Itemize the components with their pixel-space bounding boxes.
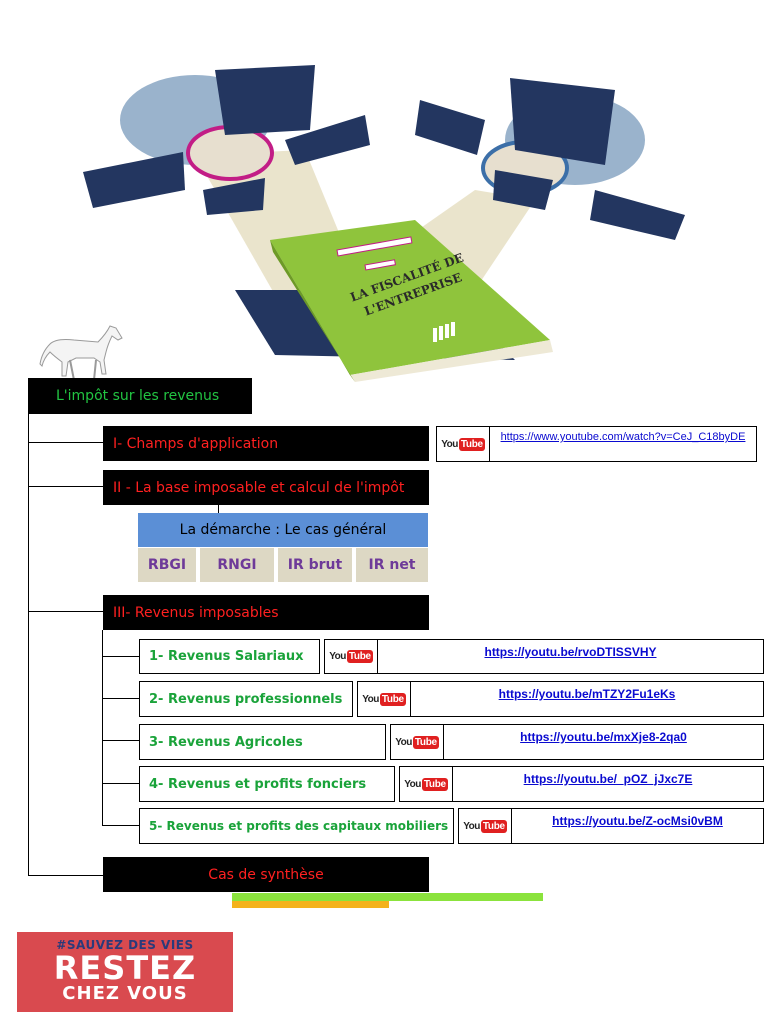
demarche-table-header: La démarche : Le cas général	[138, 513, 428, 547]
synthese-label: Cas de synthèse	[103, 857, 429, 892]
revenu-item-5-link[interactable]: https://youtu.be/Z-ocMsi0vBM	[552, 814, 723, 828]
revenu-item-2-link[interactable]: https://youtu.be/mTZY2Fu1eKs	[498, 687, 676, 701]
book-illustration	[83, 65, 685, 382]
section-1-link-box: https://www.youtube.com/watch?v=CeJ_C18b…	[489, 426, 757, 462]
revenu-item-4: 4- Revenus et profits fonciers	[139, 766, 395, 802]
tree-branch-3	[28, 611, 103, 612]
main-title: L'impôt sur les revenus	[28, 378, 252, 414]
sub-branch-4	[102, 783, 139, 784]
sub-branch-2	[102, 698, 139, 699]
table-cell-ir-net: IR net	[356, 548, 428, 582]
revenu-item-1-link-box: https://youtu.be/rvoDTISSVHY	[377, 639, 764, 674]
revenu-item-4-link[interactable]: https://youtu.be/_pOZ_jJxc7E	[523, 772, 693, 786]
table-cell-rngi: RNGI	[200, 548, 274, 582]
tree-branch-1	[28, 442, 103, 443]
revenu-item-5: 5- Revenus et profits des capitaux mobil…	[139, 808, 454, 844]
sub-branch-5	[102, 825, 139, 826]
revenu-item-1: 1- Revenus Salariaux	[139, 639, 320, 674]
revenu-item-2-link-box: https://youtu.be/mTZY2Fu1eKs	[410, 681, 764, 717]
tree-trunk	[28, 414, 29, 876]
banner-line2: CHEZ VOUS	[62, 983, 188, 1004]
revenu-item-5-link-box: https://youtu.be/Z-ocMsi0vBM	[511, 808, 764, 844]
decorative-orange-bar	[232, 901, 389, 908]
sub-branch-1	[102, 656, 139, 657]
revenu-item-2: 2- Revenus professionnels	[139, 681, 353, 717]
section-1-link[interactable]: https://www.youtube.com/watch?v=CeJ_C18b…	[500, 431, 746, 443]
banner-hashtag: #SAUVEZ DES VIES	[56, 938, 194, 952]
restez-chez-vous-banner: #SAUVEZ DES VIES RESTEZ CHEZ VOUS	[17, 932, 233, 1012]
revenu-item-3: 3- Revenus Agricoles	[139, 724, 386, 760]
table-connector	[218, 505, 219, 513]
revenu-item-1-link[interactable]: https://youtu.be/rvoDTISSVHY	[484, 645, 657, 659]
section-1-label: I- Champs d'application	[103, 426, 429, 461]
table-cell-rbgi: RBGI	[138, 548, 196, 582]
horse-icon	[39, 325, 123, 381]
revenu-item-4-link-box: https://youtu.be/_pOZ_jJxc7E	[452, 766, 764, 802]
decorative-green-bar	[232, 893, 543, 901]
revenu-item-3-link[interactable]: https://youtu.be/mxXje8-2qa0	[520, 730, 687, 744]
sub-tree-trunk	[102, 630, 103, 826]
table-cell-ir-brut: IR brut	[278, 548, 352, 582]
section-3-label: III- Revenus imposables	[103, 595, 429, 630]
tree-branch-2	[28, 486, 103, 487]
section-2-label: II - La base imposable et calcul de l'im…	[103, 470, 429, 505]
tree-branch-4	[28, 875, 103, 876]
revenu-item-3-link-box: https://youtu.be/mxXje8-2qa0	[443, 724, 764, 760]
sub-branch-3	[102, 740, 139, 741]
banner-line1: RESTEZ	[53, 949, 197, 987]
